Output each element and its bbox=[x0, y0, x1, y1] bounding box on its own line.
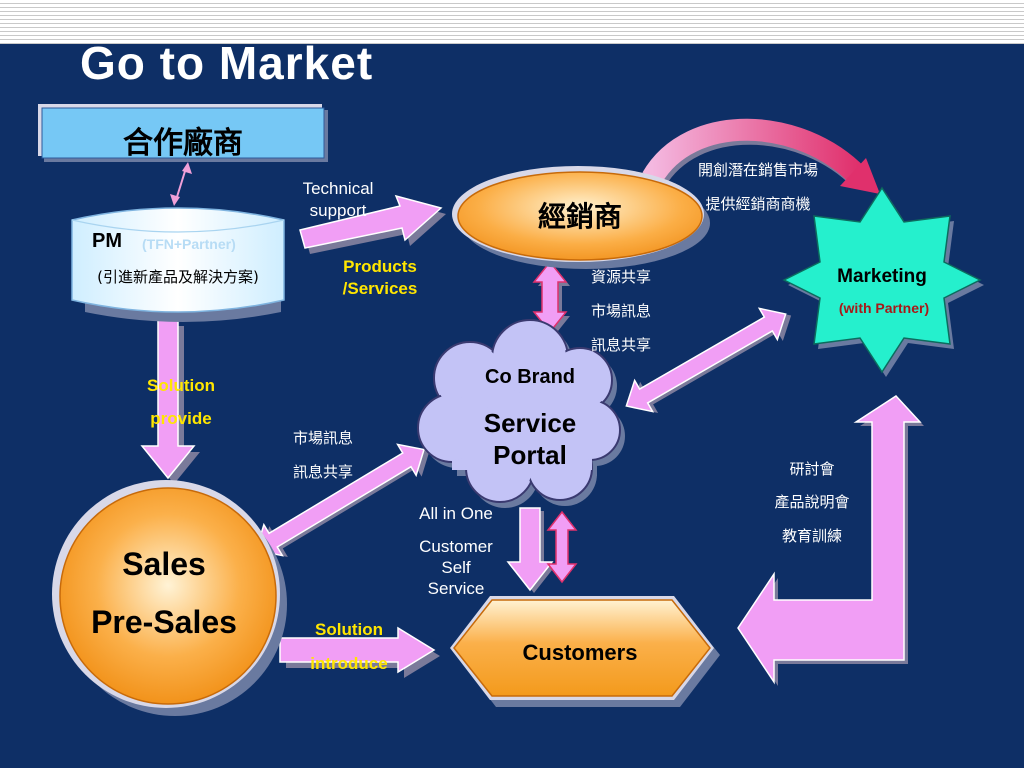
arrow-portal-marketing bbox=[625, 307, 792, 414]
pm-sublabel: (TFN+Partner) bbox=[142, 236, 236, 252]
partner-label: 合作廠商 bbox=[123, 126, 243, 161]
customers-label: Customers bbox=[522, 640, 638, 665]
portal-customers-line2: Customer bbox=[419, 537, 493, 556]
pm-cylinder bbox=[71, 207, 285, 322]
products-services-line1: Products bbox=[343, 257, 417, 276]
dealer-marketing-line2: 提供經銷商商機 bbox=[705, 195, 811, 213]
arrow-pm-to-dealer bbox=[299, 194, 446, 254]
marketing-sublabel: (with Partner) bbox=[838, 300, 930, 316]
dealer-portal-line3: 訊息共享 bbox=[590, 336, 652, 354]
arrow-pm-to-sales bbox=[140, 319, 200, 484]
cobrand-line2: Service bbox=[483, 408, 577, 438]
cobrand-line1: Co Brand bbox=[485, 366, 575, 388]
portal-customers-line4: Service bbox=[427, 579, 485, 598]
solution-provide-line1: Solution bbox=[147, 376, 215, 395]
dealer-ellipse bbox=[452, 166, 710, 269]
arrow-dealer-to-marketing bbox=[642, 118, 880, 194]
pm-label: PM bbox=[92, 230, 122, 252]
products-services-line2: /Services bbox=[342, 279, 418, 298]
sales-line2: Pre-Sales bbox=[91, 604, 237, 640]
header-stripes bbox=[0, 0, 1024, 44]
marketing-customers-line1: 研討會 bbox=[789, 460, 835, 478]
portal-customers-line1: All in One bbox=[419, 504, 493, 523]
customers-hexagon bbox=[450, 596, 720, 707]
portal-customers-line3: Self bbox=[441, 558, 471, 577]
solution-introduce-line1: Solution bbox=[315, 620, 383, 639]
arrow-sales-to-customers bbox=[279, 626, 440, 678]
cobrand-line3: Portal bbox=[493, 440, 567, 470]
dealer-portal-line2: 市場訊息 bbox=[590, 302, 652, 320]
dealer-label: 經銷商 bbox=[537, 200, 623, 233]
arrow-marketing-customers bbox=[737, 395, 924, 686]
marketing-label: Marketing bbox=[837, 266, 927, 287]
arrow-sales-portal bbox=[255, 443, 430, 557]
technical-support-line2: support bbox=[309, 201, 367, 220]
arrow-portal-customers-double bbox=[546, 510, 578, 584]
marketing-star bbox=[782, 186, 984, 377]
marketing-customers-line3: 教育訓練 bbox=[781, 527, 843, 545]
sales-portal-line2: 訊息共享 bbox=[292, 463, 354, 481]
arrow-portal-to-customers bbox=[506, 507, 556, 593]
solution-introduce-line2: introduce bbox=[310, 654, 388, 673]
sales-portal-line1: 市場訊息 bbox=[292, 429, 354, 447]
arrow-dealer-portal bbox=[532, 260, 570, 336]
arrow-partner-pm bbox=[170, 162, 192, 206]
cobrand-cloud bbox=[417, 319, 625, 508]
slide-title: Go to Market bbox=[80, 37, 374, 89]
pm-description: (引進新產品及解決方案) bbox=[97, 268, 259, 286]
sales-line1: Sales bbox=[122, 546, 206, 582]
partner-box bbox=[38, 104, 328, 162]
dealer-portal-line1: 資源共享 bbox=[590, 268, 652, 286]
dealer-marketing-line1: 開創潛在銷售市場 bbox=[697, 161, 819, 179]
solution-provide-line2: provide bbox=[150, 409, 212, 428]
technical-support-line1: Technical bbox=[302, 179, 374, 198]
sales-circle bbox=[52, 480, 287, 716]
marketing-customers-line2: 產品說明會 bbox=[774, 493, 850, 511]
